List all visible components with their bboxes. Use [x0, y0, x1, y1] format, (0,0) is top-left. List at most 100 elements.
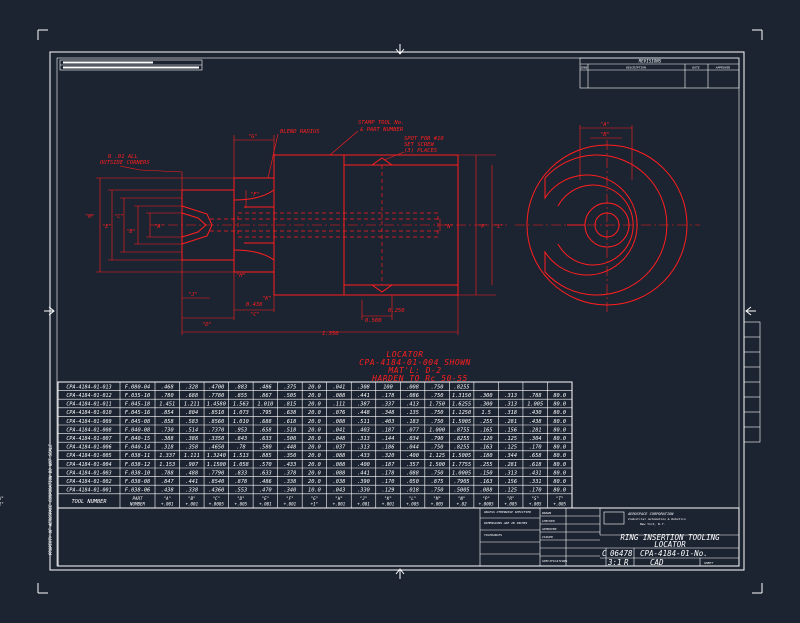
table-cell: 1.073: [233, 410, 249, 416]
table-cell: 80.0: [553, 393, 566, 399]
table-cell: 1.451: [159, 402, 175, 408]
table-cell: .8255: [454, 445, 470, 451]
table-cell: .043: [333, 488, 346, 494]
dim-b: "B": [126, 229, 136, 235]
table-cell: 20.0: [308, 436, 321, 442]
table-cell: .780: [161, 393, 174, 399]
dim-f: "F": [250, 192, 260, 198]
table-header-cell: "C": [213, 496, 221, 501]
table-cell: .135: [406, 410, 419, 416]
table-cell: 1.3150: [452, 393, 471, 399]
table-header-cell: "U": [0, 496, 4, 501]
table-cell: 1.058: [233, 462, 249, 468]
table-cell: .486: [259, 384, 272, 390]
table-cell: .044: [406, 445, 419, 451]
table-cell: .438: [161, 488, 174, 494]
table-cell: .750: [431, 470, 444, 476]
caption-line3: MAT'L: D-2: [387, 366, 441, 375]
table-cell: F.038-11: [125, 453, 151, 459]
dim-j: "J": [188, 292, 198, 298]
table-cell: 20.0: [308, 393, 321, 399]
table-cell: .350: [284, 453, 297, 459]
table-cell: .403: [382, 419, 395, 425]
note-spot-1: SPOT FOR #10: [404, 136, 444, 142]
outer-border: [49, 51, 745, 571]
table-cell: .470: [259, 488, 272, 494]
dim-t: "L": [494, 224, 504, 230]
top-left-notes: [59, 59, 203, 71]
table-header-cell: +.001: [357, 501, 370, 506]
table-cell: .488: [185, 470, 198, 476]
table-cell: 100: [383, 384, 393, 390]
table-cell: .843: [234, 436, 247, 442]
table-cell: .430: [529, 410, 542, 416]
table-cell: .120: [480, 436, 493, 442]
table-cell: .088: [333, 462, 346, 468]
table-cell: 20.0: [308, 427, 321, 433]
table-cell: .750: [431, 419, 444, 425]
tiny-note-6: APPROVED: [541, 527, 557, 531]
table-cell: .514: [185, 427, 198, 433]
table-cell: 80.0: [553, 427, 566, 433]
table-cell: .088: [333, 470, 346, 476]
table-cell: .433: [357, 453, 370, 459]
table-cell: .867: [259, 393, 273, 399]
table-cell: .580: [259, 445, 272, 451]
table-cell: F.038-12: [125, 462, 151, 468]
table-cell: .441: [357, 393, 370, 399]
dwg-number: CPA-4184-01-No.: [640, 549, 708, 558]
table-cell: .186: [382, 445, 395, 451]
table-cell: .125: [504, 488, 517, 494]
table-cell: .037: [333, 445, 347, 451]
table-cell: .8540: [208, 479, 224, 485]
table-cell: .088: [333, 453, 346, 459]
dim-n: "N": [444, 224, 454, 230]
table-cell: .500: [284, 436, 297, 442]
table-tool-number: CPA-4184-01-011: [66, 402, 111, 408]
table-cell: .348: [382, 410, 395, 416]
table-cell: .486: [259, 479, 272, 485]
size-value: C: [602, 549, 607, 558]
center-marks: [44, 44, 756, 579]
table-cell: F.045-08: [125, 419, 151, 425]
table-cell: .387: [357, 402, 371, 408]
note-corners-1: R .01 ALL: [108, 154, 138, 160]
table-tool-number: CPA-4184-01-005: [66, 453, 111, 459]
table-cell: .313: [357, 445, 370, 451]
table-cell: .750: [431, 410, 444, 416]
table-cell: .338: [284, 479, 297, 485]
table-cell: .378: [284, 470, 297, 476]
table-header-cell: "A": [163, 496, 171, 501]
table-cell: .518: [284, 427, 297, 433]
table-cell: .441: [357, 470, 370, 476]
table-cell: .088: [333, 393, 346, 399]
part-caption: LOCATOR CPA-4184-01-004 SHOWN MAT'L: D-2…: [359, 350, 470, 383]
table-header-cell: "K": [384, 496, 392, 501]
table-header-cell: +.001: [333, 501, 346, 506]
table-cell: F.080-04: [125, 384, 151, 390]
crop-marks: [37, 29, 763, 594]
table-header-cell: +.001: [259, 501, 272, 506]
table-cell: .125: [504, 436, 517, 442]
table-cell: 80.0: [553, 419, 566, 425]
table-cell: .357: [406, 462, 420, 468]
table-cell: .018: [406, 488, 419, 494]
table-cell: 1.010: [257, 402, 273, 408]
table-cell: .330: [357, 488, 370, 494]
table-cell: .815: [284, 402, 297, 408]
table-cell: .300: [480, 393, 493, 399]
table-cell: 80.0: [553, 462, 566, 468]
table-cell: F.040-08: [125, 427, 151, 433]
table-cell: .340: [284, 488, 297, 494]
table-cell: .433: [284, 462, 297, 468]
table-cell: .953: [234, 427, 247, 433]
cad-value: CAD: [650, 558, 664, 567]
table-cell: .300: [480, 402, 493, 408]
table-header-cell: +.0005: [479, 501, 495, 506]
table-cell: .178: [382, 470, 395, 476]
table-cell: .337: [382, 402, 396, 408]
table-header-cell: +.0005: [209, 501, 225, 506]
table-cell: .878: [234, 479, 247, 485]
table-cell: .730: [161, 427, 174, 433]
